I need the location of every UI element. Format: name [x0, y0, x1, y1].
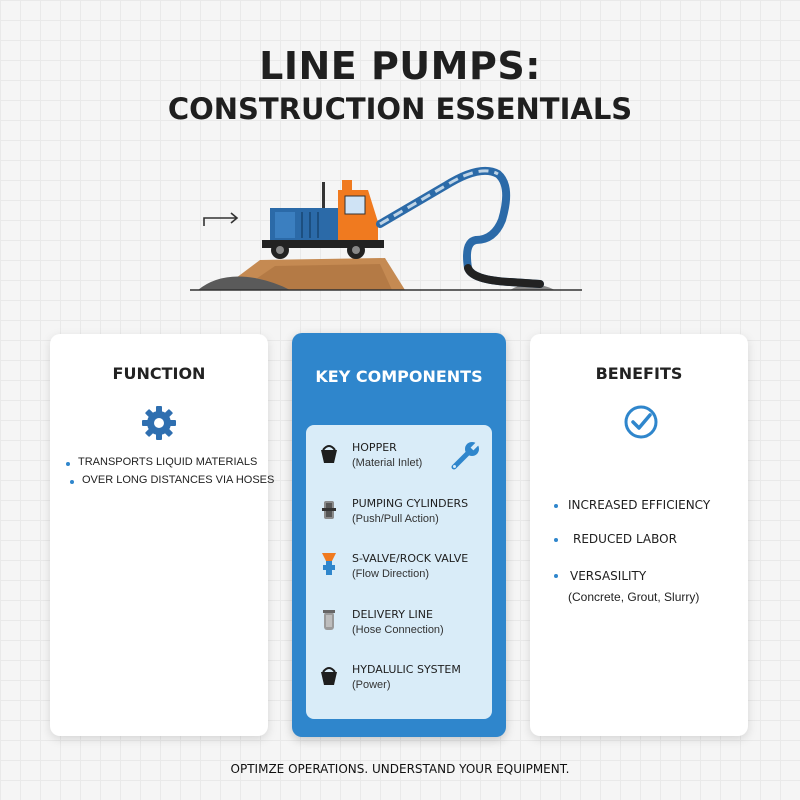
arrow-right-icon — [203, 212, 239, 226]
line-pump-truck-icon — [262, 180, 384, 259]
wrench-icon — [451, 440, 481, 470]
components-panel: HOPPER (Material Inlet) PUMPING CYLINDER… — [306, 425, 492, 719]
gear-icon — [142, 406, 176, 440]
bullet-dot — [70, 480, 74, 484]
cylinder-icon — [322, 501, 336, 519]
benefits-card: BENEFITS INCREASED EFFICIENCY REDUCED LA… — [530, 334, 748, 736]
component-desc: (Flow Direction) — [352, 568, 430, 580]
component-name: S-VALVE/ROCK VALVE — [352, 552, 469, 565]
bucket-icon — [321, 445, 337, 463]
key-components-title: KEY COMPONENTS — [315, 367, 483, 386]
component-name: PUMPING CYLINDERS — [352, 497, 469, 510]
function-card: FUNCTION TRANSPORTS LIQUID MATERIALS OVE… — [50, 334, 274, 736]
component-name: HOPPER — [352, 441, 397, 454]
check-circle-icon — [624, 405, 658, 439]
page-title-line1: LINE PUMPS: — [259, 44, 541, 88]
footer-tagline: OPTIMZE OPERATIONS. UNDERSTAND YOUR EQUI… — [230, 762, 570, 776]
benefit-item: REDUCED LABOR — [573, 532, 677, 546]
component-name: HYDALULIC SYSTEM — [352, 663, 461, 676]
bullet-dot — [554, 538, 558, 542]
bullet-dot — [554, 574, 558, 578]
hero-illustration — [190, 167, 582, 291]
key-components-card: KEY COMPONENTS HOPPER (Material Inlet) P… — [292, 333, 506, 737]
delivery-hose-icon — [376, 167, 544, 288]
function-card-title: FUNCTION — [112, 364, 206, 383]
function-item: OVER LONG DISTANCES VIA HOSES — [82, 474, 275, 486]
component-desc: (Hose Connection) — [352, 624, 444, 636]
component-name: DELIVERY LINE — [352, 608, 433, 621]
component-desc: (Power) — [352, 679, 391, 691]
bullet-dot — [554, 504, 558, 508]
benefits-title: BENEFITS — [595, 364, 683, 383]
benefit-item: VERSASILITY — [570, 569, 647, 583]
page-title-line2: CONSTRUCTION ESSENTIALS — [167, 92, 633, 126]
benefit-detail: (Concrete, Grout, Slurry) — [568, 590, 700, 604]
valve-icon — [322, 553, 336, 575]
pipe-icon — [323, 610, 335, 630]
benefit-item: INCREASED EFFICIENCY — [568, 498, 711, 512]
function-item: TRANSPORTS LIQUID MATERIALS — [78, 456, 258, 468]
component-desc: (Push/Pull Action) — [352, 513, 439, 525]
bullet-dot — [66, 462, 70, 466]
component-desc: (Material Inlet) — [352, 457, 423, 469]
bucket-icon — [321, 667, 337, 685]
